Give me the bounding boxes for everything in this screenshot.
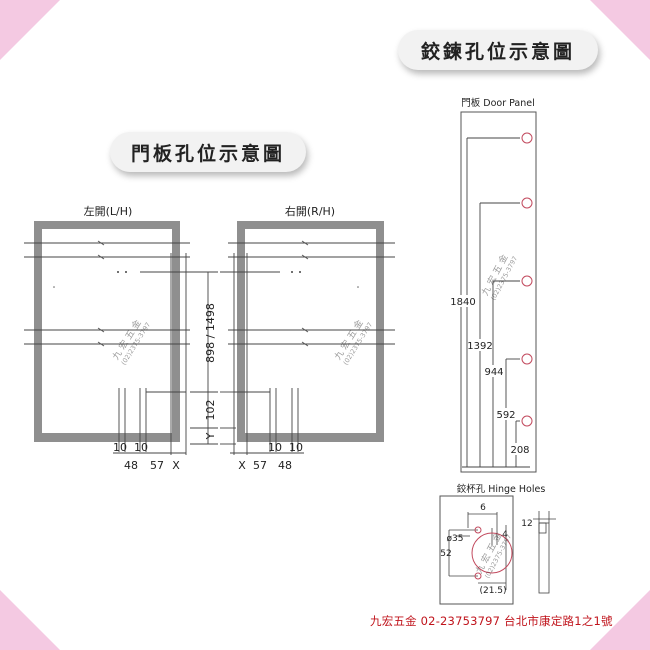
left-door-frame — [34, 221, 180, 442]
left-dim-10a: 10 — [113, 441, 127, 454]
footer-contact: 九宏五金 02-23753797 台北市康定路1之1號 — [370, 614, 613, 628]
hinge-dim-4: 4 — [502, 530, 508, 540]
hinge-side-profile — [538, 522, 550, 594]
hinge-dim-52: 52 — [440, 549, 451, 559]
hinge-screw-hole-bottom — [474, 572, 482, 580]
left-dim-10b: 10 — [134, 441, 148, 454]
left-dim-vertical: 898 / 1498 — [204, 303, 217, 363]
corner-decoration-top-left — [0, 0, 60, 60]
door-panel-label: 門板 Door Panel — [461, 97, 535, 109]
right-dim-10b: 10 — [289, 441, 303, 454]
left-watermark: 九宏五金 (02)2375-3797 — [110, 315, 153, 367]
panel-watermark: 九宏五金 (02)2375-3797 — [479, 250, 519, 302]
panel-height-944: 944 — [484, 367, 503, 378]
right-door-diagram: 右開(R/H) X 57 — [220, 204, 395, 472]
left-dim-48: 48 — [124, 459, 138, 472]
door-panel-outline — [460, 111, 537, 473]
right-dim-57: 57 — [253, 459, 267, 472]
hinge-dim-12: 12 — [521, 519, 532, 529]
panel-height-592: 592 — [496, 410, 515, 421]
left-dim-x: X — [172, 459, 180, 472]
door-panel-diagram: 門板 Door Panel 1840 1392 — [450, 97, 537, 473]
panel-height-208: 208 — [510, 445, 529, 456]
corner-decoration-bottom-right — [590, 590, 650, 650]
door-diagram-title: 門板孔位示意圖 — [110, 132, 306, 172]
left-dim-y: Y — [204, 432, 217, 440]
left-dim-57: 57 — [150, 459, 164, 472]
hinge-holes-label: 鉸杯孔 Hinge Holes — [457, 483, 546, 495]
left-door-label: 左開(L/H) — [84, 205, 133, 218]
right-dim-10a: 10 — [268, 441, 282, 454]
corner-decoration-top-right — [590, 0, 650, 60]
hinge-plate-outline — [439, 495, 514, 605]
panel-height-1840: 1840 — [450, 297, 475, 308]
panel-height-1392: 1392 — [467, 341, 492, 352]
right-dim-48: 48 — [278, 459, 292, 472]
hinge-screw-hole-top — [474, 526, 482, 534]
hinge-dim-6: 6 — [480, 503, 486, 513]
hinge-cup-hole — [471, 532, 513, 574]
corner-decoration-bottom-left — [0, 590, 60, 650]
panel-hinge-holes — [521, 132, 533, 427]
left-dim-102: 102 — [204, 400, 217, 421]
hinge-dim-dia: ø35 — [447, 534, 464, 544]
right-door-label: 右開(R/H) — [285, 204, 335, 218]
left-door-diagram: 左開(L/H) — [24, 205, 218, 472]
hinge-dim-215: (21.5) — [479, 586, 506, 596]
right-watermark: 九宏五金 (02)2375-3797 — [332, 315, 375, 367]
hinge-diagram-title: 鉸鍊孔位示意圖 — [398, 30, 598, 70]
right-dim-x: X — [238, 459, 246, 472]
hinge-holes-diagram: 鉸杯孔 Hinge Holes 九宏五金 (02)2375-3797 6 4 — [439, 483, 556, 605]
